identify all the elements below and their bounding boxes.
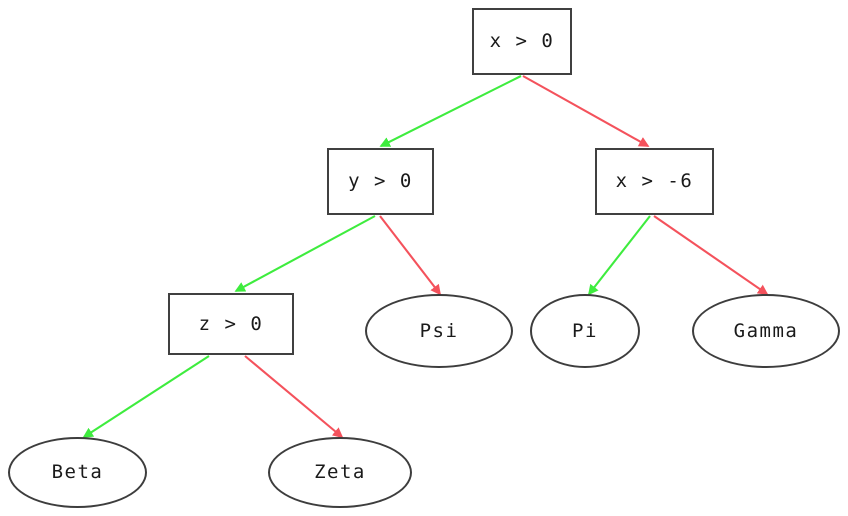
edge-root-to-y_gt_0	[379, 75, 522, 147]
node-label-x_gt_m6: x > -6	[615, 170, 694, 192]
node-label-pi: Pi	[572, 319, 598, 342]
node-beta[interactable]: Beta	[8, 437, 147, 508]
node-gamma[interactable]: Gamma	[692, 294, 840, 368]
edge-x_gt_m6-to-pi	[587, 215, 651, 296]
node-zeta[interactable]: Zeta	[268, 437, 412, 508]
edge-y_gt_0-to-z_gt_0	[234, 215, 376, 292]
node-pi[interactable]: Pi	[530, 294, 640, 368]
node-label-gamma: Gamma	[733, 319, 799, 342]
edge-x_gt_m6-to-gamma	[653, 215, 769, 295]
node-label-psi: Psi	[419, 319, 459, 342]
edge-y_gt_0-to-psi	[379, 215, 442, 296]
node-label-beta: Beta	[51, 461, 104, 483]
edge-z_gt_0-to-beta	[82, 355, 210, 438]
node-z_gt_0[interactable]: z > 0	[168, 293, 294, 355]
edge-root-to-x_gt_m6	[522, 75, 650, 147]
node-psi[interactable]: Psi	[365, 294, 513, 368]
node-y_gt_0[interactable]: y > 0	[327, 148, 434, 215]
node-label-z_gt_0: z > 0	[198, 312, 264, 335]
node-label-root: x > 0	[489, 30, 555, 52]
node-x_gt_m6[interactable]: x > -6	[595, 148, 714, 215]
node-label-zeta: Zeta	[314, 461, 366, 483]
node-label-y_gt_0: y > 0	[348, 170, 413, 192]
edge-z_gt_0-to-zeta	[244, 355, 344, 439]
node-root[interactable]: x > 0	[472, 8, 572, 75]
